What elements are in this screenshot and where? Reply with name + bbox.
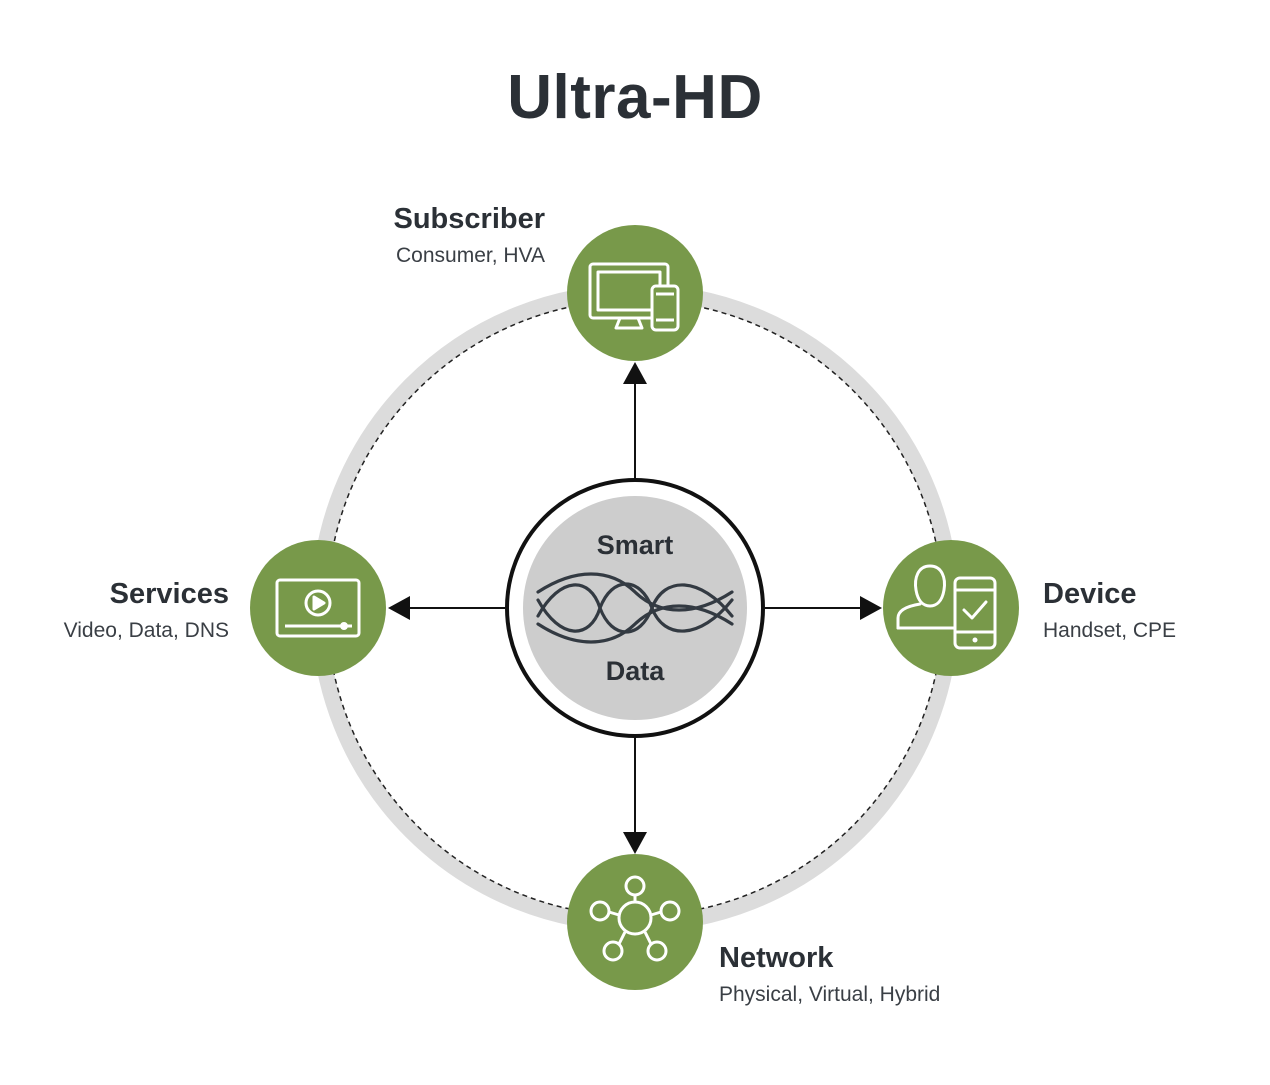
network-node (567, 854, 703, 990)
network-title: Network (719, 942, 834, 974)
center-bottom-word: Data (605, 656, 665, 686)
devices-icon (588, 262, 680, 332)
subscriber-node (567, 225, 703, 361)
device-subtitle: Handset, CPE (1043, 619, 1177, 642)
network-hub-icon (589, 875, 681, 962)
network-subtitle: Physical, Virtual, Hybrid (719, 983, 941, 1006)
arrowhead-up (623, 362, 647, 384)
arrowhead-left (388, 596, 410, 620)
services-node (250, 540, 386, 676)
subscriber-title: Subscriber (393, 203, 546, 235)
device-node (883, 540, 1019, 676)
services-subtitle: Video, Data, DNS (63, 619, 229, 642)
subscriber-subtitle: Consumer, HVA (396, 244, 545, 267)
center-inner-circle (523, 496, 747, 720)
device-title: Device (1043, 578, 1137, 610)
user-phone-check-icon (896, 564, 997, 650)
services-title: Services (109, 578, 229, 610)
arrowhead-down (623, 832, 647, 854)
arrowhead-right (860, 596, 882, 620)
video-player-icon (275, 578, 361, 638)
center-top-word: Smart (596, 530, 674, 560)
wave-icon (536, 572, 734, 644)
page-title: Ultra-HD (507, 63, 763, 132)
